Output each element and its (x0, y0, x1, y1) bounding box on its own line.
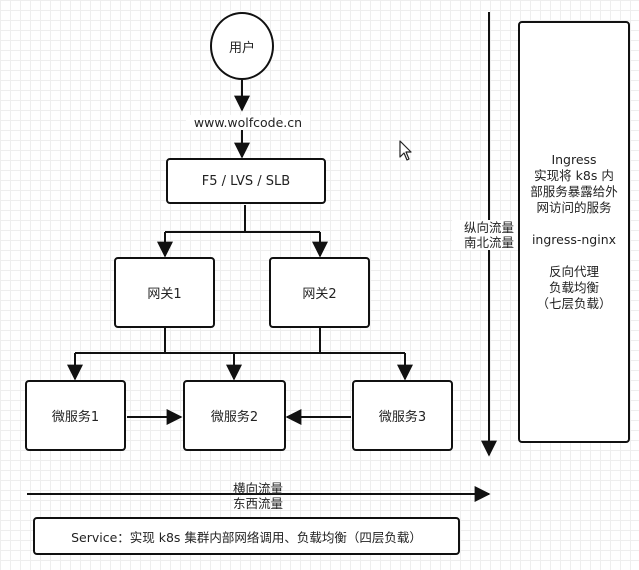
service1-label: 微服务1 (51, 410, 100, 425)
gateway2-node: 网关2 (269, 257, 370, 328)
ingress-desc-2: 部服务暴露给外 (530, 184, 618, 199)
service3-label: 微服务3 (378, 410, 427, 425)
horizontal-flow-label: 横向流量 东西流量 (218, 481, 298, 511)
horizontal-flow-line2: 东西流量 (232, 496, 283, 511)
ingress-title: Ingress (551, 152, 597, 167)
horizontal-flow-line1: 横向流量 (232, 481, 283, 496)
gateway1-label: 网关1 (147, 287, 182, 302)
vertical-flow-line2: 南北流量 (463, 235, 514, 250)
ingress-panel: Ingress 实现将 k8s 内 部服务暴露给外 网访问的服务 ingress… (518, 21, 630, 443)
ingress-desc-1: 实现将 k8s 内 (534, 168, 614, 183)
gateway2-label: 网关2 (302, 287, 337, 302)
ingress-feature-3: （七层负载） (536, 296, 612, 311)
service-bar: Service：实现 k8s 集群内部网络调用、负载均衡（四层负载） (33, 517, 460, 555)
service2-label: 微服务2 (210, 410, 259, 425)
user-label: 用户 (228, 40, 255, 56)
mouse-pointer-icon (399, 140, 412, 161)
lb-node: F5 / LVS / SLB (166, 158, 326, 204)
domain-label: www.wolfcode.cn (186, 115, 310, 130)
service-bar-label: Service：实现 k8s 集群内部网络调用、负载均衡（四层负载） (71, 529, 422, 545)
gateway1-node: 网关1 (114, 257, 215, 328)
lb-label: F5 / LVS / SLB (201, 173, 291, 189)
ingress-desc-3: 网访问的服务 (536, 200, 612, 215)
service1-node: 微服务1 (25, 380, 126, 451)
service3-node: 微服务3 (352, 380, 453, 451)
ingress-feature-2: 负载均衡 (548, 280, 599, 295)
user-node: 用户 (210, 12, 274, 80)
vertical-flow-label: 纵向流量 南北流量 (452, 220, 526, 250)
ingress-feature-1: 反向代理 (548, 264, 599, 279)
service2-node: 微服务2 (183, 380, 286, 451)
vertical-flow-line1: 纵向流量 (463, 220, 514, 235)
ingress-impl: ingress-nginx (531, 232, 617, 247)
